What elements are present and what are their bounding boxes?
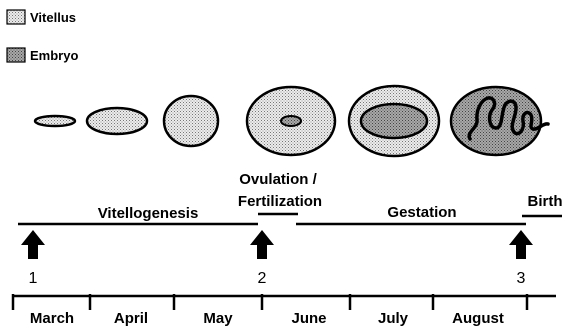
egg-stage-4-embryo: [281, 116, 301, 126]
egg-stage-1: [35, 116, 75, 126]
phase-gestation-label: Gestation: [387, 204, 456, 221]
phase-ovulation-label-line1: Ovulation /: [239, 171, 317, 188]
arrow-up-icon: [21, 230, 45, 259]
arrow-up-icon: [509, 230, 533, 259]
egg-stages: [35, 86, 548, 156]
legend-vitellus-swatch: [7, 10, 25, 24]
egg-stage-5-embryo: [361, 104, 427, 138]
month-label: June: [291, 310, 326, 327]
event-markers: 1 2 3: [29, 270, 526, 287]
event-arrows: [21, 230, 533, 259]
phase-vitellogenesis-label: Vitellogenesis: [98, 205, 199, 222]
phase-birth-label: Birth: [528, 193, 563, 210]
egg-stage-3: [164, 96, 218, 146]
month-label: April: [114, 310, 148, 327]
arrow-up-icon: [250, 230, 274, 259]
marker-2: 2: [258, 270, 267, 287]
phase-ovulation-label-line2: Fertilization: [238, 193, 322, 210]
month-labels: March April May June July August: [30, 310, 504, 327]
month-label: May: [203, 310, 233, 327]
month-label: July: [378, 310, 409, 327]
month-label: March: [30, 310, 74, 327]
egg-stage-2: [87, 108, 147, 134]
legend: Vitellus Embryo: [7, 10, 78, 63]
month-axis: [12, 294, 556, 310]
marker-1: 1: [29, 270, 38, 287]
legend-vitellus-label: Vitellus: [30, 10, 76, 25]
marker-3: 3: [517, 270, 526, 287]
egg-stage-6: [451, 87, 541, 155]
phase-labels: Vitellogenesis Ovulation / Fertilization…: [98, 171, 563, 222]
month-label: August: [452, 310, 504, 327]
legend-embryo-swatch: [7, 48, 25, 62]
legend-embryo-label: Embryo: [30, 48, 78, 63]
